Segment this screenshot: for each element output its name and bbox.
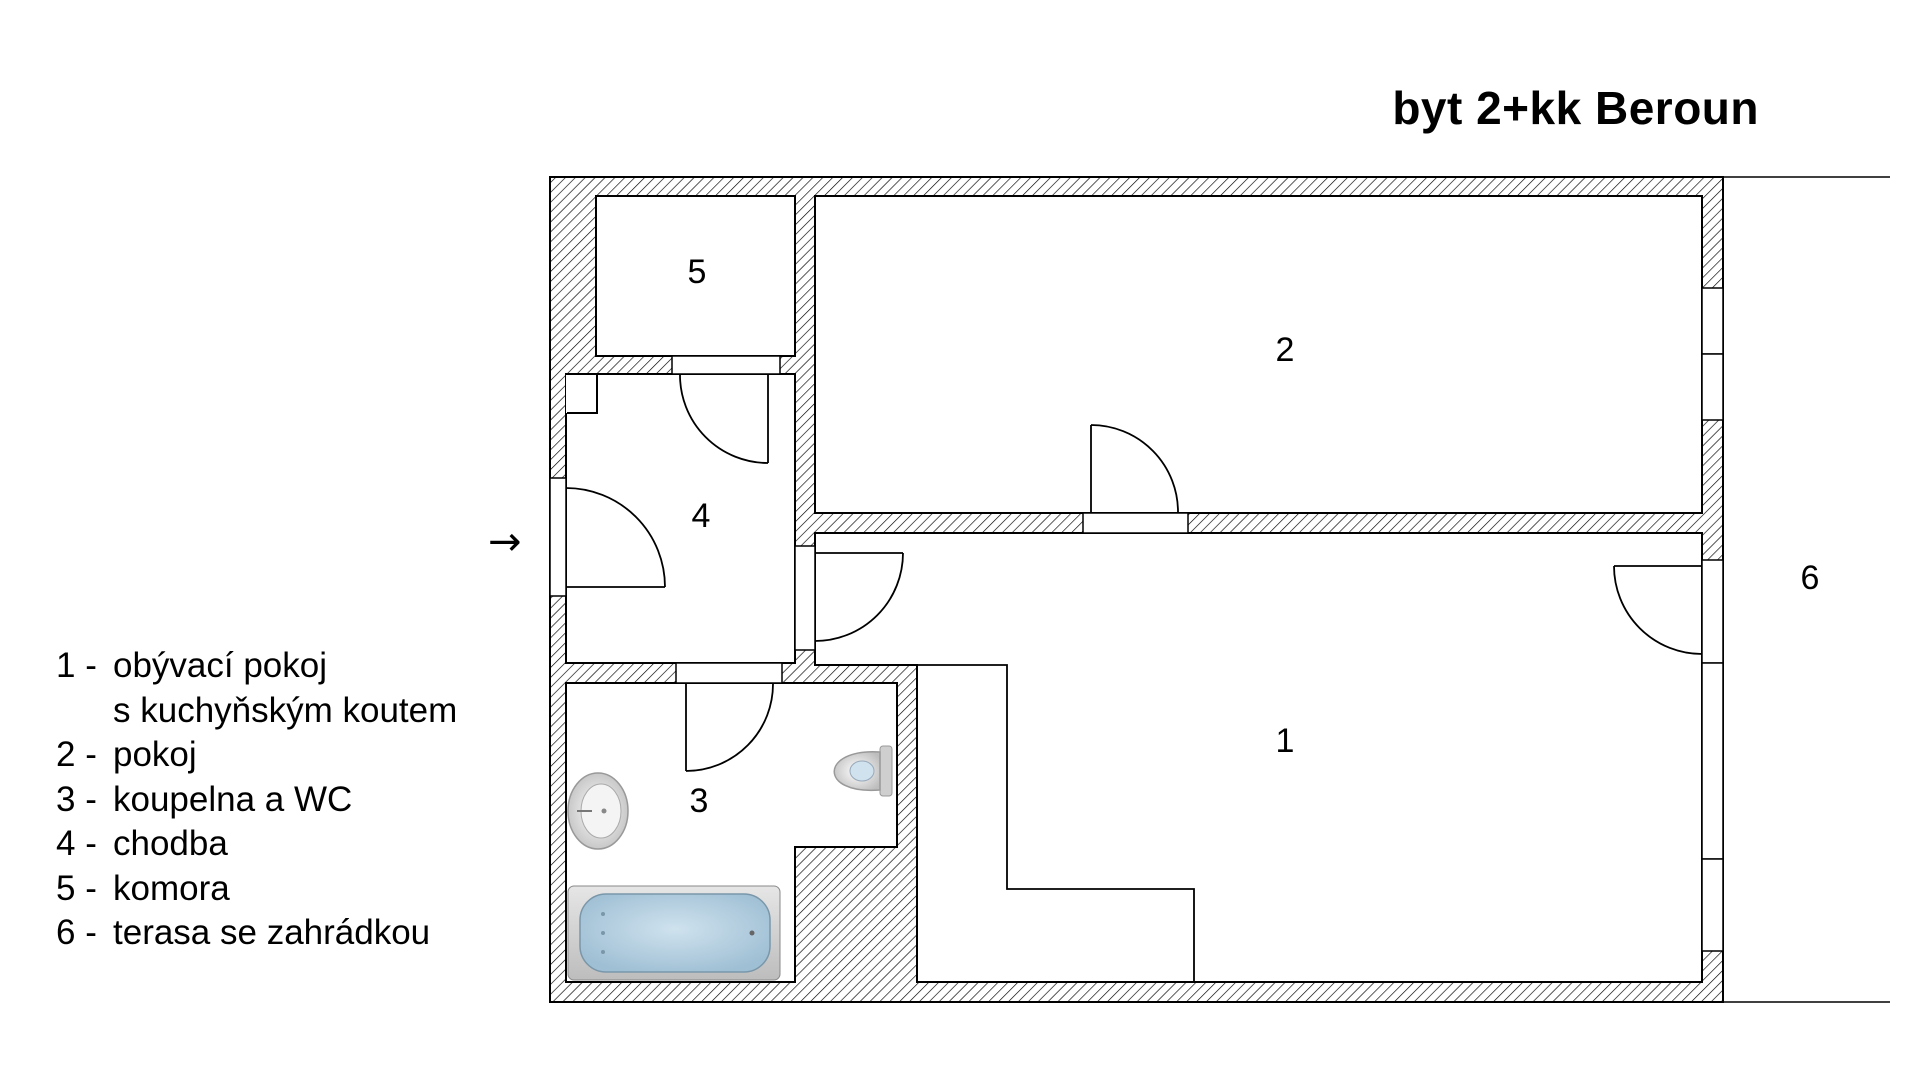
entrance-arrow-icon: →	[488, 519, 522, 565]
legend-item: 3 - koupelna a WC	[56, 778, 457, 823]
windows	[1701, 287, 1724, 952]
walls	[549, 176, 1724, 1003]
legend-text: s kuchyňským koutem	[113, 690, 458, 730]
plan-title: byt 2+kk Beroun	[1392, 82, 1759, 134]
legend: 1 - obývací pokoj s kuchyňským koutem 2 …	[56, 644, 457, 956]
legend-text: koupelna a WC	[113, 779, 353, 819]
legend-number: 3 -	[56, 779, 107, 819]
legend-number: 1 -	[56, 646, 107, 685]
door-swings	[565, 373, 1703, 772]
room-label-2: 2	[1276, 331, 1295, 369]
legend-text: obývací pokoj	[113, 646, 328, 685]
room-label-4: 4	[692, 497, 711, 535]
legend-text: chodba	[113, 824, 228, 863]
bathtub-icon	[567, 885, 781, 981]
room-label-3: 3	[690, 782, 709, 820]
legend-item: 4 - chodba	[56, 822, 457, 867]
legend-number: 4 -	[56, 824, 107, 863]
legend-text: pokoj	[113, 735, 197, 774]
room-label-5: 5	[688, 253, 707, 291]
sink-icon	[567, 772, 629, 850]
toilet-icon	[833, 745, 893, 797]
legend-item-continuation: s kuchyňským koutem	[56, 689, 457, 734]
room-label-6: 6	[1801, 559, 1820, 597]
legend-item: 2 - pokoj	[56, 733, 457, 778]
legend-text: terasa se zahrádkou	[113, 913, 431, 952]
legend-text: komora	[113, 868, 230, 908]
legend-number: 2 -	[56, 735, 107, 774]
room-label-1: 1	[1276, 722, 1295, 760]
legend-item: 5 - komora	[56, 867, 457, 912]
legend-item: 1 - obývací pokoj	[56, 644, 457, 689]
legend-item: 6 - terasa se zahrádkou	[56, 911, 457, 956]
kitchen-counter	[917, 664, 1195, 982]
legend-number: 5 -	[56, 868, 107, 908]
terrace-outline	[1723, 176, 1890, 1003]
legend-number: 6 -	[56, 913, 107, 952]
